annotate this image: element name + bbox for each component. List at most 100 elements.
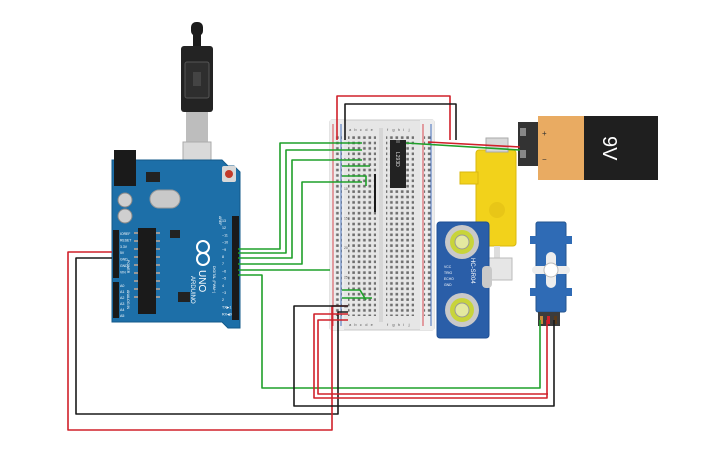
wire-red[interactable] — [427, 141, 521, 148]
analog-pin-label: A5 — [120, 314, 124, 318]
power-pin-label: VIN — [120, 270, 126, 274]
battery-9v[interactable]: 9V + − — [518, 116, 658, 180]
power-header — [113, 230, 119, 278]
sensor-model: HC-SR04 — [469, 258, 475, 284]
breadboard-column-label: a — [349, 322, 352, 327]
analog-pin-label: A3 — [120, 302, 124, 306]
analog-pin-label: A2 — [120, 296, 124, 300]
wire-green[interactable] — [342, 289, 367, 301]
dc-power-jack — [114, 150, 136, 186]
breadboard-row-label: 25 — [344, 276, 348, 280]
voltage-regulator — [146, 172, 160, 182]
breadboard-column-label: j — [408, 127, 410, 132]
power-pin-label: GND — [120, 264, 128, 268]
wire-red[interactable] — [313, 313, 548, 399]
digital-pin-label: RX◀0 — [222, 313, 232, 317]
breadboard-column-label: f — [387, 322, 389, 327]
usb-cable — [181, 22, 213, 173]
wire-green[interactable] — [238, 159, 362, 259]
breadboard-row-label: 20 — [344, 246, 348, 250]
battery-plus: + — [542, 129, 547, 138]
digital-pin-label: 13 — [222, 219, 226, 223]
wire-red[interactable] — [317, 319, 548, 395]
wire-black[interactable] — [344, 103, 457, 140]
digital-pin-label: 4 — [222, 284, 224, 288]
capacitor — [117, 192, 133, 208]
breadboard-column-label: g — [392, 322, 394, 327]
arduino-model: UNO — [196, 270, 207, 292]
atmega-chip — [138, 228, 156, 314]
analog-pin-label: A1 — [120, 290, 124, 294]
breadboard-column-label: g — [392, 127, 394, 132]
breadboard-column-label: h — [398, 322, 400, 327]
wire-black[interactable] — [293, 305, 555, 407]
sensor-pin-label: TRIG — [444, 271, 452, 275]
analog-pin-label: A0 — [120, 284, 124, 288]
arduino-logo-icon — [196, 240, 210, 266]
breadboard-column-label: c — [360, 127, 362, 132]
power-pin-label: GND — [120, 258, 128, 262]
digital-pin-label: 8 — [222, 255, 224, 259]
wire-green[interactable] — [238, 181, 362, 265]
breadboard-column-label: b — [354, 322, 357, 327]
digital-pin-label: ~5 — [222, 277, 226, 281]
breadboard-column-label: f — [387, 127, 389, 132]
sensor-pin-label: VCC — [444, 265, 452, 269]
wire-green[interactable] — [238, 274, 541, 389]
aref-label: AREF — [218, 216, 222, 225]
power-pin-label: 3.3V — [120, 245, 128, 249]
digital-pin-label: ~3 — [222, 291, 226, 295]
analog-pin-label: A4 — [120, 308, 124, 312]
servo-horn-icon — [532, 252, 570, 288]
wire-red[interactable] — [336, 95, 451, 140]
power-pin-label: IOREF — [120, 232, 130, 236]
wire-green[interactable] — [238, 149, 362, 254]
ultrasonic-sensor[interactable]: HC-SR04 VCC TRIG ECHO GND — [436, 221, 492, 339]
wire-green[interactable] — [238, 142, 362, 250]
breadboard-column-label: d — [365, 127, 367, 132]
breadboard-column-label: e — [371, 322, 374, 327]
digital-header — [232, 216, 239, 320]
sensor-pin-label: GND — [444, 283, 452, 287]
power-pin-label: 5V — [120, 251, 125, 255]
chip-label: L293D — [394, 152, 400, 167]
arduino-uno-board[interactable]: ARDUINO UNO AREF DIGITAL (PWM~) POWER AN… — [111, 150, 241, 329]
digital-pin-label: ~10 — [222, 241, 228, 245]
digital-pin-label: ~11 — [222, 233, 228, 237]
wire-green[interactable] — [405, 142, 521, 151]
digital-pin-label: ~9 — [222, 248, 226, 252]
analog-label: ANALOG IN — [126, 290, 130, 310]
arduino-brand: ARDUINO — [189, 276, 195, 304]
digital-pin-label: 12 — [222, 226, 226, 230]
digital-label: DIGITAL (PWM~) — [212, 266, 216, 293]
digital-pin-label: 2 — [222, 298, 224, 302]
breadboard-column-label: a — [349, 127, 352, 132]
breadboard-row-label: 15 — [344, 217, 348, 221]
sensor-pin-label: ECHO — [444, 277, 454, 281]
analog-header — [113, 282, 119, 318]
breadboard-row-label: 30 — [344, 305, 348, 309]
breadboard-column-label: c — [360, 322, 362, 327]
power-pin-label: RESET — [120, 238, 131, 242]
breadboard-column-label: i — [403, 322, 404, 327]
digital-pin-label: 7 — [222, 262, 224, 266]
breadboard-column-label: h — [398, 127, 400, 132]
breadboard-column-label: e — [371, 127, 374, 132]
power-label: POWER — [126, 260, 130, 274]
sensor-pin-labels: VCC TRIG ECHO GND — [444, 265, 454, 287]
wire-black[interactable] — [75, 257, 348, 415]
wires — [67, 95, 555, 431]
breadboard-row-label: 10 — [344, 187, 348, 191]
power-pin-labels: IOREF RESET 3.3V 5V GND GND VIN — [120, 232, 131, 274]
motor-driver-chip[interactable]: L293D — [390, 140, 406, 188]
battery-minus: − — [542, 155, 547, 164]
wire-green[interactable] — [342, 175, 367, 186]
breadboard-column-label: i — [403, 127, 404, 132]
servo-motor[interactable] — [530, 221, 572, 326]
